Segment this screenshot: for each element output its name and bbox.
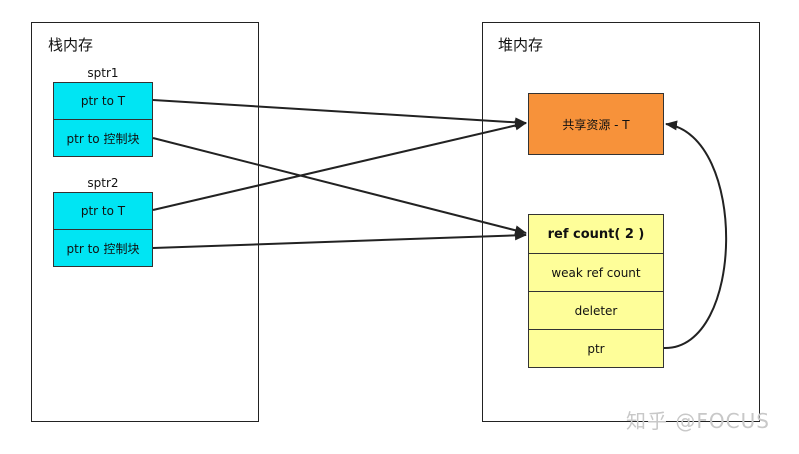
stack-memory-title: 栈内存 — [48, 36, 94, 54]
heap-memory-title: 堆内存 — [498, 36, 544, 54]
arrow-sptr1-to-resource — [152, 99, 527, 128]
sptr1-ptr-to-t-cell: ptr to T — [53, 82, 153, 120]
sptr2-label: sptr2 — [87, 176, 119, 190]
watermark: 知乎 @FOCUS — [626, 409, 770, 433]
ptr-cell: ptr — [528, 329, 664, 368]
sptr2-ptr-to-t-cell: ptr to T — [53, 192, 153, 230]
arrow-control-ptr-to-resource — [663, 120, 728, 350]
weak-ref-count-cell: weak ref count — [528, 253, 664, 292]
ref-count-cell: ref count( 2 ) — [528, 214, 664, 254]
sptr2-ptr-to-control-block-cell: ptr to 控制块 — [53, 229, 153, 267]
shared-resource-box: 共享资源 - T — [528, 93, 664, 155]
arrow-sptr2-to-resource — [152, 120, 527, 211]
sptr1-ptr-to-control-block-cell: ptr to 控制块 — [53, 119, 153, 157]
sptr1-label: sptr1 — [87, 66, 119, 80]
arrow-sptr1-to-control-block — [152, 137, 527, 236]
arrow-sptr2-to-control-block — [152, 230, 527, 249]
